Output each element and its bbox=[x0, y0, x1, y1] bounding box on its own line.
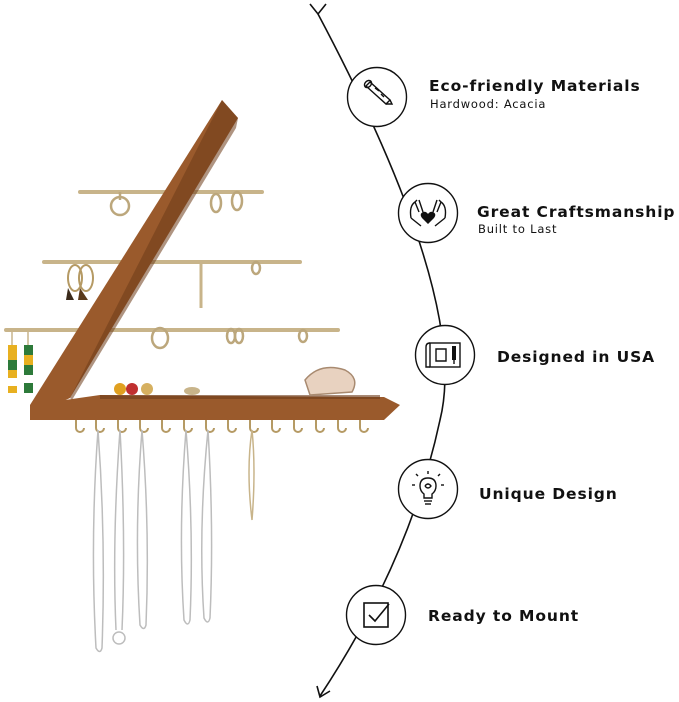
feature-subtitle: Hardwood: Acacia bbox=[430, 97, 547, 111]
blueprint-icon bbox=[414, 324, 476, 386]
dangle-earrings bbox=[8, 330, 33, 393]
checkbox-icon bbox=[345, 584, 407, 646]
feature-title: Great Craftsmanship bbox=[477, 203, 676, 221]
feature-title: Designed in USA bbox=[497, 348, 656, 366]
timeline-top-fork bbox=[309, 3, 327, 16]
feature-title: Unique Design bbox=[479, 485, 618, 503]
feature-subtitle: Built to Last bbox=[478, 222, 558, 236]
necklaces bbox=[92, 429, 255, 653]
wooden-frame bbox=[30, 100, 400, 420]
jewelry-organizer-illustration bbox=[4, 100, 400, 653]
shelf-items bbox=[114, 366, 356, 396]
hoop-earrings bbox=[66, 262, 203, 308]
lightbulb-icon bbox=[397, 458, 459, 520]
arrow-down-icon bbox=[316, 685, 331, 699]
wood-log-icon bbox=[346, 66, 408, 128]
feature-title: Eco-friendly Materials bbox=[429, 77, 641, 95]
rings bbox=[109, 190, 309, 350]
feature-title: Ready to Mount bbox=[428, 607, 580, 625]
hands-heart-icon bbox=[397, 182, 459, 244]
hooks bbox=[75, 420, 369, 433]
